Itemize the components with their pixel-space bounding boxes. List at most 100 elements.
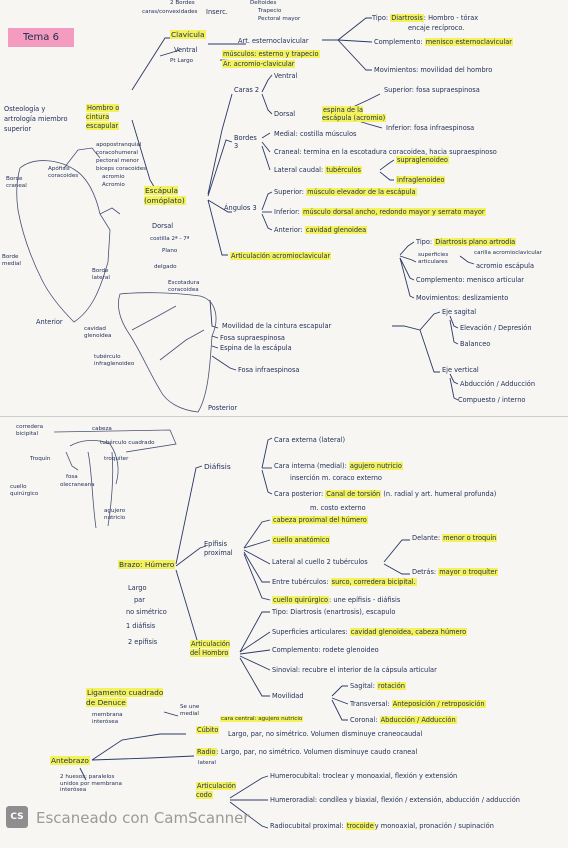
nervio-radial: (n. radial y art. humeral profunda) bbox=[383, 490, 497, 498]
superior-fosa: Superior: fosa supraespinosa bbox=[384, 86, 480, 94]
troquin: Troquín bbox=[30, 456, 51, 462]
hombro-superficies: Superficies articulares: bbox=[272, 628, 348, 636]
ventral-sub: Pt Largo bbox=[170, 58, 194, 64]
encaje-text: encaje recíproco. bbox=[408, 24, 465, 32]
ac-acromio: acromio escápula bbox=[476, 262, 535, 270]
hombro-complemento: Complemento: rodete glenoideo bbox=[272, 646, 379, 654]
abduccion-adduccion: Abducción / Adducción bbox=[460, 380, 536, 388]
cubito-label: Cúbito bbox=[196, 726, 220, 734]
humero-epifisis: 2 epífisis bbox=[128, 638, 158, 646]
ac-carilla: carilla acromioclavicular bbox=[474, 250, 543, 256]
canal-torsion: Canal de torsión bbox=[325, 490, 382, 498]
plano-label: Plano bbox=[162, 248, 178, 254]
borde-item: Deltoides bbox=[250, 0, 277, 6]
posterior-label: Posterior bbox=[208, 404, 238, 412]
radiocubital-label: Radiocubital proximal: bbox=[270, 822, 344, 830]
cuello-quirurgico-rest: : une epífisis - diáfisis bbox=[329, 596, 401, 604]
apofisis-item: pectoral menor bbox=[96, 158, 139, 164]
borde-medial: Borde medial bbox=[2, 254, 21, 267]
section-divider bbox=[0, 416, 568, 417]
clavicula-label: Clavícula bbox=[170, 30, 206, 39]
inferior-fosa: Inferior: fosa infraespinosa bbox=[386, 124, 475, 132]
art-codo: Articulación codo bbox=[196, 782, 236, 799]
camscanner-logo-icon: CS bbox=[6, 806, 28, 828]
anterior-label: Anterior bbox=[36, 318, 63, 326]
angulo-anterior-val: cavidad glenoidea bbox=[304, 226, 368, 234]
cubito-desc: Largo, par, no simétrico. Volumen dismin… bbox=[228, 730, 423, 738]
cabeza-label: cabeza bbox=[92, 426, 112, 432]
brazo-humero: Brazo: Húmero bbox=[118, 560, 176, 569]
ar-acromio-clavicular: Ar. acromio-clavicular bbox=[222, 60, 296, 68]
m-costo-externo: m. costo externo bbox=[310, 504, 366, 512]
elevacion-depresion: Elevación / Depresión bbox=[460, 324, 532, 332]
cuello-quirurgico-label: cuello quirúrgico bbox=[10, 484, 39, 497]
fosa-infraespinosa: Fosa infraespinosa bbox=[238, 366, 300, 374]
tuberculo-cuadrado: tubérculo cuadrado bbox=[100, 440, 155, 446]
fosa: fosa bbox=[66, 474, 78, 480]
apofisis-item: Acromio bbox=[102, 182, 125, 188]
lateral-cuello: Lateral al cuello 2 tubérculos bbox=[272, 558, 368, 566]
tuberculo-infraglenoideo: tubérculo infraglenoideo bbox=[94, 354, 135, 367]
sagital-val: rotación bbox=[377, 682, 406, 690]
detras-label: Detrás: bbox=[412, 568, 437, 576]
sagital-label: Sagital: bbox=[350, 682, 375, 690]
delante-val: menor o troquín bbox=[442, 534, 498, 542]
espina-escapula: espina de la escápula (acromio) bbox=[322, 106, 387, 122]
ac-tipo-value: Diartrosis plano artrodia bbox=[434, 238, 517, 246]
ac-tipo-label: Tipo: bbox=[416, 238, 433, 246]
se-une-medial: Se une medial bbox=[180, 704, 200, 717]
watermark-text: Escaneado con CamScanner bbox=[36, 809, 250, 827]
cavidad-glenoidea: cavidad glenoidea bbox=[84, 326, 112, 339]
lateral-caudal: Lateral caudal: bbox=[274, 166, 324, 174]
cara-interna: Cara interna (medial): bbox=[274, 462, 347, 470]
humero-largo: Largo bbox=[128, 584, 147, 592]
escapula-label: Escápula (omóplato) bbox=[144, 186, 186, 205]
cara-externa: Cara externa (lateral) bbox=[274, 436, 346, 444]
complemento-value: menisco esternoclavicular bbox=[424, 38, 513, 46]
humero-par: par bbox=[134, 596, 145, 604]
angulo-superior: Superior: bbox=[274, 188, 305, 196]
ac-superficies: superficies articulares bbox=[418, 252, 449, 265]
espina-escapula-2: Espina de la escápula bbox=[220, 344, 292, 352]
humero-no-simetrico: no simétrico bbox=[126, 608, 167, 616]
ligamento-cuadrado: Ligamento cuadrado de Denuce bbox=[86, 688, 164, 707]
radiocubital-rest: y monoaxial, pronación / supinación bbox=[374, 822, 494, 830]
ventral-cara: Ventral bbox=[274, 72, 298, 80]
agujero-nutricio-label: agujero nutricio bbox=[104, 508, 126, 521]
hombro-movilidad: Movilidad bbox=[272, 692, 304, 700]
page-title: Tema 6 bbox=[8, 28, 74, 47]
cubito-agujero: cara central: agujero nutricio bbox=[220, 716, 304, 722]
corredera-bicipital: corredera bicipital bbox=[16, 424, 44, 437]
hombro-tipo: Tipo: Diartrosis (enartrosis), escapulo bbox=[272, 608, 396, 616]
angulos-label: Ángulos 3 bbox=[224, 204, 257, 212]
epifisis-proximal: Epífisis proximal bbox=[204, 540, 233, 557]
camscanner-watermark: CS Escaneado con CamScanner bbox=[6, 806, 336, 830]
insercion-coraco: inserción m. coraco externo bbox=[290, 474, 382, 482]
antebrazo-huesos: 2 huesos: paralelos unidos por membrana … bbox=[60, 774, 122, 793]
entre-val: surco, corredera bicipital. bbox=[330, 578, 417, 586]
tipo-value: Diartrosis bbox=[390, 14, 424, 22]
ac-movimientos: Movimientos: deslizamiento bbox=[416, 294, 509, 302]
apofisis-item: biceps coracoides bbox=[96, 166, 147, 172]
delante-label: Delante: bbox=[412, 534, 441, 542]
eje-sagital: Eje sagital bbox=[442, 308, 477, 316]
ventral-label: Ventral bbox=[174, 46, 198, 54]
tipo-label: Tipo: bbox=[372, 14, 389, 22]
dorsal-label: Dorsal bbox=[152, 222, 174, 230]
coronal-val: Abducción / Adducción bbox=[379, 716, 457, 724]
apofisis-coracoides: Apófisis coracoides bbox=[48, 166, 79, 179]
borde-item: Pectoral mayor bbox=[258, 16, 301, 22]
transversal-label: Transversal: bbox=[350, 700, 390, 708]
escotadura-coracoidea: Escotadura coracoidea bbox=[168, 280, 200, 293]
cuello-quirurgico: cuello quirúrgico bbox=[272, 596, 330, 604]
entre-tuberculos: Entre tubérculos: bbox=[272, 578, 329, 586]
diafisis-heading: Diáfisis bbox=[204, 462, 231, 471]
costillas-label: costilla 2ª - 7ª bbox=[150, 236, 190, 242]
borde-medial-text: Medial: costilla músculos bbox=[274, 130, 357, 138]
humerocubital-val: troclear y monoaxial, flexión y extensió… bbox=[322, 772, 458, 780]
cara-interna-val: agujero nutricio bbox=[348, 462, 403, 470]
fosa-supraespinosa: Fosa supraespinosa bbox=[220, 334, 285, 342]
membrana-interosea: membrana interósea bbox=[92, 712, 123, 725]
art-acromioclavicular: Articulación acromioclavicular bbox=[230, 252, 332, 260]
apofisis-item: apopostranquial bbox=[96, 142, 142, 148]
